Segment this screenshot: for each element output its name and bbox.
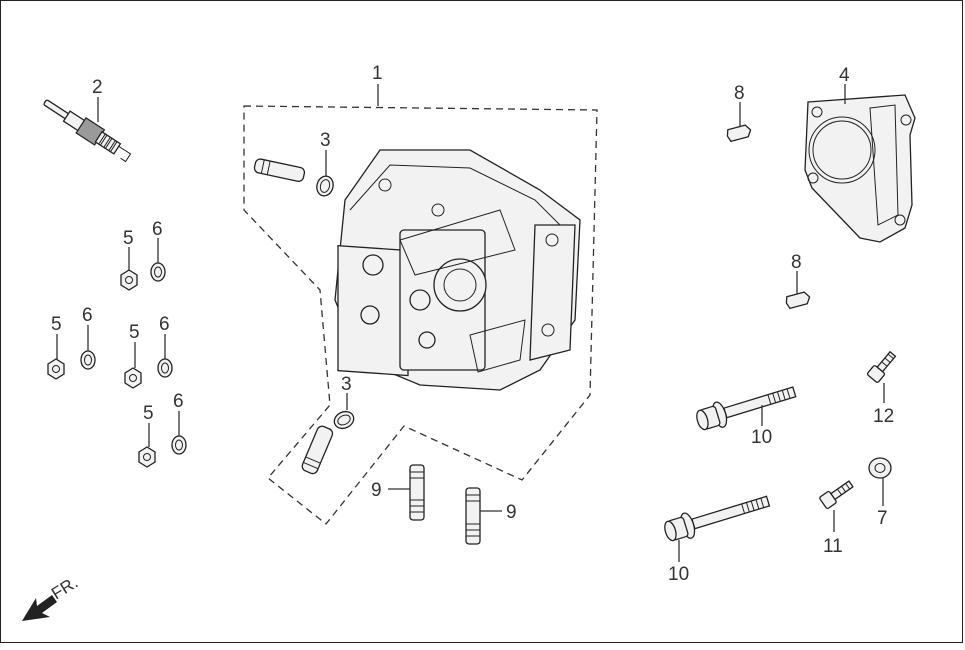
valve-guide-upper[interactable] <box>253 158 306 182</box>
callout-6d: 6 <box>173 391 184 412</box>
flange-bolt-lower[interactable] <box>662 489 772 545</box>
callout-7: 7 <box>877 508 888 529</box>
callout-10b: 10 <box>668 564 689 585</box>
callout-8a: 8 <box>734 83 745 104</box>
nut-c[interactable] <box>124 367 142 389</box>
valve-guide-lower[interactable] <box>301 425 334 475</box>
callout-4: 4 <box>839 65 850 86</box>
callout-6b: 6 <box>82 305 93 326</box>
front-direction-arrow <box>22 595 57 621</box>
nut-b[interactable] <box>47 358 65 380</box>
callout-5a: 5 <box>123 228 134 249</box>
callout-2: 2 <box>92 77 103 98</box>
assembly-outline <box>243 105 598 525</box>
head-gasket[interactable] <box>804 94 916 243</box>
callout-9b: 9 <box>506 502 517 523</box>
nut-d[interactable] <box>138 446 156 468</box>
dowel-pin-lower[interactable] <box>785 291 811 310</box>
washer-7[interactable] <box>868 457 892 479</box>
callout-8b: 8 <box>791 252 802 273</box>
flange-bolt-12[interactable] <box>866 350 898 384</box>
stud-left[interactable] <box>409 464 425 521</box>
callout-3a: 3 <box>320 130 331 151</box>
spark-plug[interactable] <box>40 94 134 164</box>
callout-3b: 3 <box>341 374 352 395</box>
callout-11: 11 <box>823 536 843 557</box>
callout-12: 12 <box>873 406 894 427</box>
dowel-pin-upper[interactable] <box>726 124 752 143</box>
flange-bolt-upper[interactable] <box>694 379 798 433</box>
flange-bolt-11[interactable] <box>819 478 855 510</box>
callout-6c: 6 <box>159 314 170 335</box>
cylinder-head[interactable] <box>334 149 581 391</box>
callout-5b: 5 <box>51 314 62 335</box>
callout-5d: 5 <box>143 403 154 424</box>
callout-6a: 6 <box>152 219 163 240</box>
callout-10a: 10 <box>751 427 772 448</box>
callout-5c: 5 <box>129 322 140 343</box>
callout-1: 1 <box>372 63 383 84</box>
stud-right[interactable] <box>465 487 481 545</box>
callout-9a: 9 <box>371 480 382 501</box>
